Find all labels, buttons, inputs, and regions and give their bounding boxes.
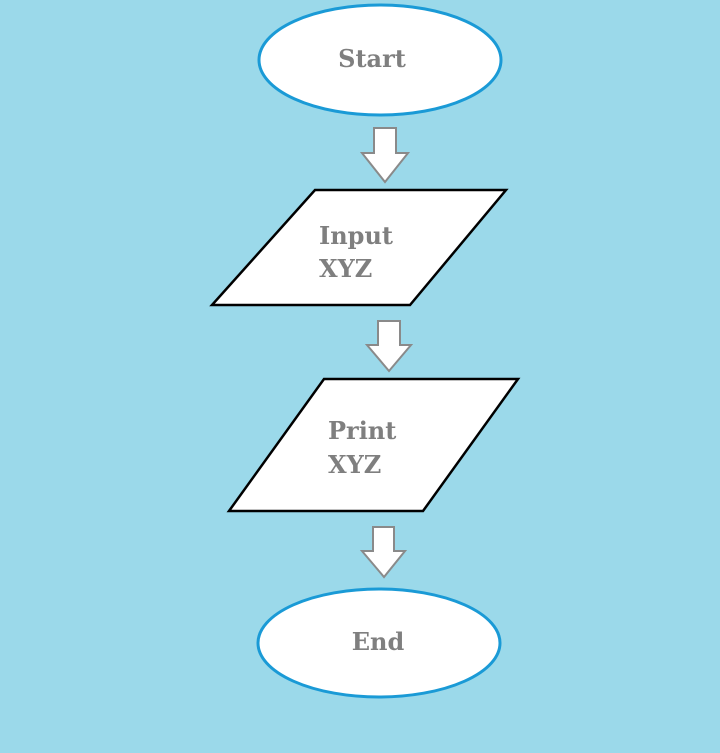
print-node-line1: Print bbox=[328, 416, 396, 445]
arrow-input-to-print bbox=[364, 320, 414, 373]
end-node: End bbox=[256, 587, 502, 699]
end-node-shape bbox=[256, 587, 502, 699]
input-node-shape bbox=[209, 188, 509, 307]
start-node-label: Start bbox=[338, 44, 406, 73]
arrow-print-to-end bbox=[359, 526, 408, 579]
start-node-shape bbox=[257, 3, 503, 117]
input-node: Input XYZ bbox=[209, 188, 509, 307]
print-node-line2: XYZ bbox=[328, 450, 381, 479]
input-node-line1: Input bbox=[319, 221, 393, 250]
input-node-line2: XYZ bbox=[319, 254, 372, 283]
end-node-label: End bbox=[352, 627, 405, 656]
start-node: Start bbox=[257, 3, 503, 117]
print-node: Print XYZ bbox=[226, 377, 521, 513]
print-node-shape bbox=[226, 377, 521, 513]
arrow-start-to-input bbox=[359, 127, 411, 184]
